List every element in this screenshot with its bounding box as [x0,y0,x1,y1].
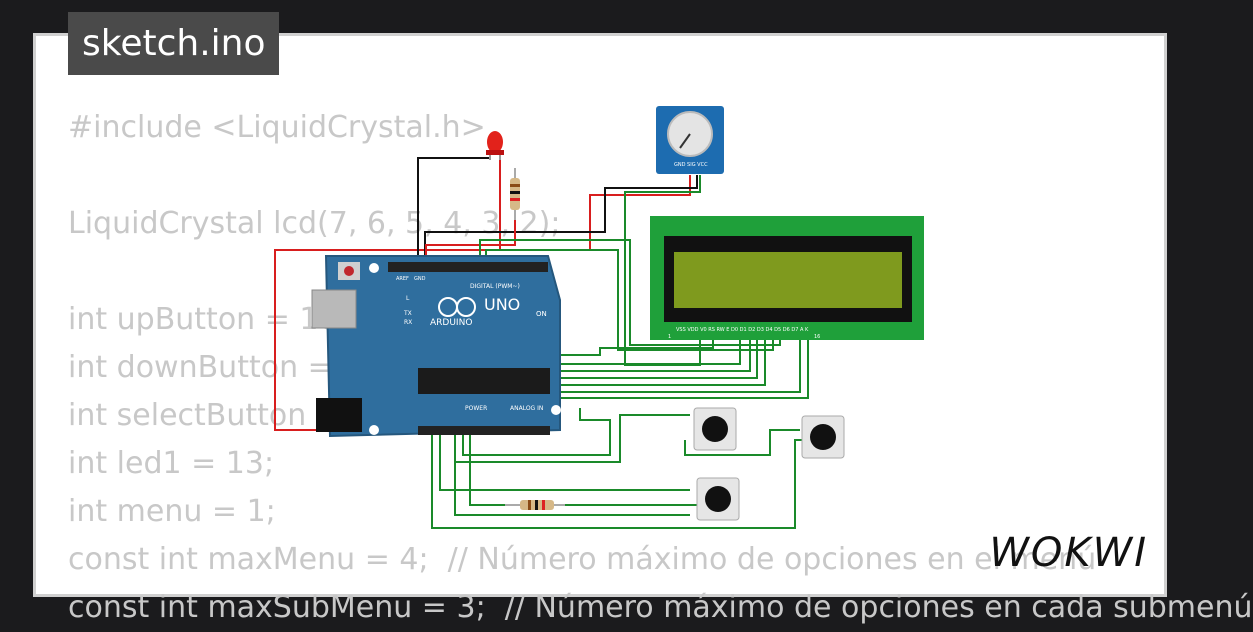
code-preview: #include <LiquidCrystal.h> LiquidCrystal … [68,104,1253,632]
wire-green [624,175,701,366]
lcd-display[interactable]: VSS VDD V0 RS RW E D0 D1 D2 D3 D4 D5 D6 … [650,216,924,340]
circuit-diagram: UNO ARDUINO DIGITAL (PWM~) POWER ANALOG … [274,106,924,529]
power-analog-header [418,426,550,435]
preview-card: #include <LiquidCrystal.h> LiquidCrystal … [33,33,1253,625]
wire-green [431,262,805,529]
board-label-gnd: GND [414,276,426,282]
digital-header [388,262,548,272]
red-led[interactable] [486,131,504,160]
board-label-uno: UNO [484,295,520,314]
usb-port [311,289,357,329]
wire-red [274,249,590,431]
wire-green [479,239,781,346]
code-line: const int maxMenu = 4; // Número máximo … [68,542,1097,577]
resistor[interactable] [510,168,520,220]
code-line: int led1 = 13; [68,446,275,481]
code-line: int menu = 1; [68,494,276,529]
wire-green [684,429,800,456]
wire-black [417,157,490,262]
board-label-power: POWER [465,405,487,412]
lcd-pin-first: 1 [668,334,671,340]
board-label-on: ON [536,310,547,318]
board-label-aref: AREF [396,276,409,282]
lcd-pin-last: 16 [814,334,820,340]
board-label-arduino: ARDUINO [430,318,472,328]
resistor[interactable] [505,500,565,510]
board-label-rx: RX [404,319,412,326]
wire-black [424,175,698,262]
code-line: LiquidCrystal lcd(7, 6, 5, 4, 3, 2); [68,206,561,241]
arduino-uno[interactable]: UNO ARDUINO DIGITAL (PWM~) POWER ANALOG … [311,255,561,438]
pot-pin-labels: GND SIG VCC [674,162,708,168]
file-title: sketch.ino [68,12,280,75]
wire-green [454,440,690,516]
board-label-analog: ANALOG IN [510,405,543,412]
wire-green [439,430,690,491]
wire-green [485,249,774,351]
code-line: #include <LiquidCrystal.h> [68,110,486,145]
board-label-digital: DIGITAL (PWM~) [470,283,520,290]
atmega-chip [418,368,550,394]
wire-red [425,215,516,262]
wire-green [469,430,700,506]
board-label-l: L [406,295,410,302]
wokwi-logo: WOKWI [989,530,1148,576]
code-line: const int maxSubMenu = 3; // Número máxi… [68,590,1253,625]
push-button[interactable] [696,477,740,521]
lcd-screen [674,252,902,308]
push-button[interactable] [693,407,737,451]
power-jack [316,398,362,432]
board-label-tx: TX [403,310,412,317]
push-button[interactable] [801,415,845,459]
wire-green [462,408,611,456]
lcd-pin-labels: VSS VDD V0 RS RW E D0 D1 D2 D3 D4 D5 D6 … [676,327,809,333]
potentiometer[interactable]: GND SIG VCC [656,106,724,174]
